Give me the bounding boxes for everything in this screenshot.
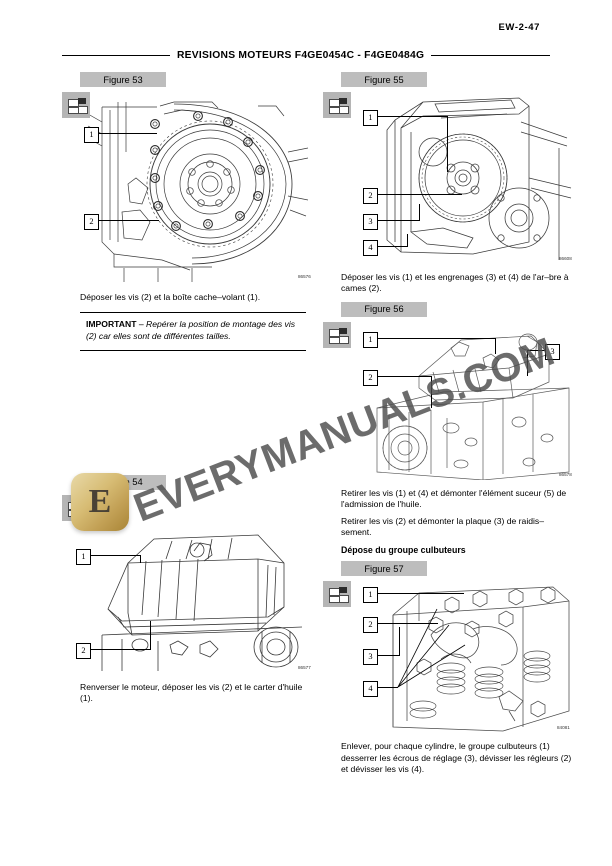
disassembly-icon — [62, 92, 90, 118]
figure-53-block: 86576 1 2 — [62, 92, 312, 282]
leader-line-1b — [140, 554, 141, 563]
callout-1: 1 — [76, 548, 91, 565]
figure-53-ref-code: 86576 — [298, 274, 311, 279]
figure-53-illustration: 86576 1 2 — [62, 92, 312, 282]
important-note: IMPORTANT – Repérer la position de monta… — [80, 312, 306, 351]
leader-line-2 — [376, 623, 438, 625]
figure-55-caption: Déposer les vis (1) et les engrenages (3… — [341, 272, 569, 294]
leader-line-1 — [376, 116, 448, 117]
leader-line-3b — [419, 204, 420, 221]
figure-56-ref-code: 86578 — [559, 472, 572, 477]
figure-54-block: 86577 1 2 — [62, 494, 312, 673]
section-heading: Dépose du groupe culbuteurs — [341, 545, 466, 556]
title-rule-left — [62, 55, 170, 56]
leader-line-4 — [376, 687, 398, 689]
callout-4: 4 — [363, 681, 378, 698]
page-number: EW-2-47 — [498, 22, 540, 33]
callout-4: 4 — [363, 240, 378, 256]
figure-55-illustration: 86608 1 2 3 4 — [323, 92, 573, 264]
document-title-bar: REVISIONS MOTEURS F4GE0454C - F4GE0484G — [62, 50, 550, 61]
figure-56-caption-2: Retirer les vis (2) et démonter la plaqu… — [341, 515, 544, 538]
callout-1: 1 — [363, 587, 378, 604]
leader-line-2 — [97, 220, 159, 221]
important-text: – Repérer la position de montage des vis… — [86, 319, 296, 341]
figure-56-block: 86578 1 2 3 — [323, 321, 573, 480]
callout-2: 2 — [363, 188, 378, 204]
leader-line-3 — [527, 349, 547, 351]
figure-54-caption: Renverser le moteur, déposer les vis (2)… — [80, 681, 303, 703]
callout-1: 1 — [84, 127, 99, 143]
callout-2: 2 — [76, 642, 91, 659]
figure-55-block: 86608 1 2 3 4 — [323, 92, 573, 264]
leader-line-1 — [376, 593, 464, 595]
leader-line-2b — [150, 620, 151, 650]
figure-54-ref-code: 86577 — [298, 665, 311, 670]
leader-line-1b — [447, 116, 448, 172]
right-column: Figure 55 — [323, 72, 573, 783]
figure-53-label: Figure 53 — [80, 72, 166, 87]
leader-line-2 — [89, 648, 151, 650]
leader-line-1 — [97, 133, 157, 134]
figure-57-illustration: 84081 1 2 3 4 — [323, 581, 573, 733]
callout-2: 2 — [84, 214, 99, 230]
figure-54-label: Figure 54 — [80, 474, 166, 490]
callout-3: 3 — [545, 343, 560, 360]
callout-1: 1 — [363, 110, 378, 126]
leader-line-4 — [376, 246, 408, 247]
figure-54-illustration: 86577 1 2 — [62, 495, 312, 673]
disassembly-icon — [323, 92, 351, 118]
leader-line-2b — [431, 375, 432, 408]
leader-line-3b — [527, 349, 528, 376]
title-rule-right — [431, 55, 550, 56]
leader-line-4b — [407, 234, 408, 247]
left-column: Figure 53 — [62, 72, 312, 711]
callout-2: 2 — [363, 617, 378, 634]
figure-53-caption: Déposer les vis (2) et la boîte cache–vo… — [80, 292, 261, 302]
leader-line-2 — [376, 375, 432, 377]
disassembly-icon — [323, 321, 351, 348]
leader-line-2 — [376, 194, 462, 195]
leader-line-1 — [376, 337, 496, 339]
callout-3: 3 — [363, 214, 378, 230]
leader-fan-4 — [397, 609, 466, 688]
leader-line-3b — [399, 627, 400, 657]
callout-2: 2 — [363, 369, 378, 386]
figure-55-ref-code: 86608 — [559, 256, 572, 261]
disassembly-icon — [62, 494, 90, 521]
callout-1: 1 — [363, 331, 378, 348]
page-title: REVISIONS MOTEURS F4GE0454C - F4GE0484G — [177, 50, 425, 61]
leader-line-1b — [495, 337, 496, 354]
callout-3: 3 — [363, 649, 378, 666]
leader-line-3 — [376, 220, 420, 221]
figure-55-label: Figure 55 — [341, 72, 427, 87]
leader-line-3 — [376, 655, 400, 657]
important-keyword: IMPORTANT — [86, 319, 137, 330]
leader-line-1 — [89, 554, 141, 556]
figure-57-label: Figure 57 — [341, 561, 427, 577]
figure-56-label: Figure 56 — [341, 301, 427, 317]
figure-57-ref-code: 84081 — [557, 725, 570, 730]
figure-56-caption-1: Retirer les vis (1) et (4) et démonter l… — [341, 487, 567, 510]
disassembly-icon — [323, 581, 351, 608]
figure-57-block: 84081 1 2 3 4 — [323, 581, 573, 733]
figure-56-illustration: 86578 1 2 3 — [323, 322, 573, 480]
figure-57-caption: Enlever, pour chaque cylindre, le groupe… — [341, 741, 572, 775]
